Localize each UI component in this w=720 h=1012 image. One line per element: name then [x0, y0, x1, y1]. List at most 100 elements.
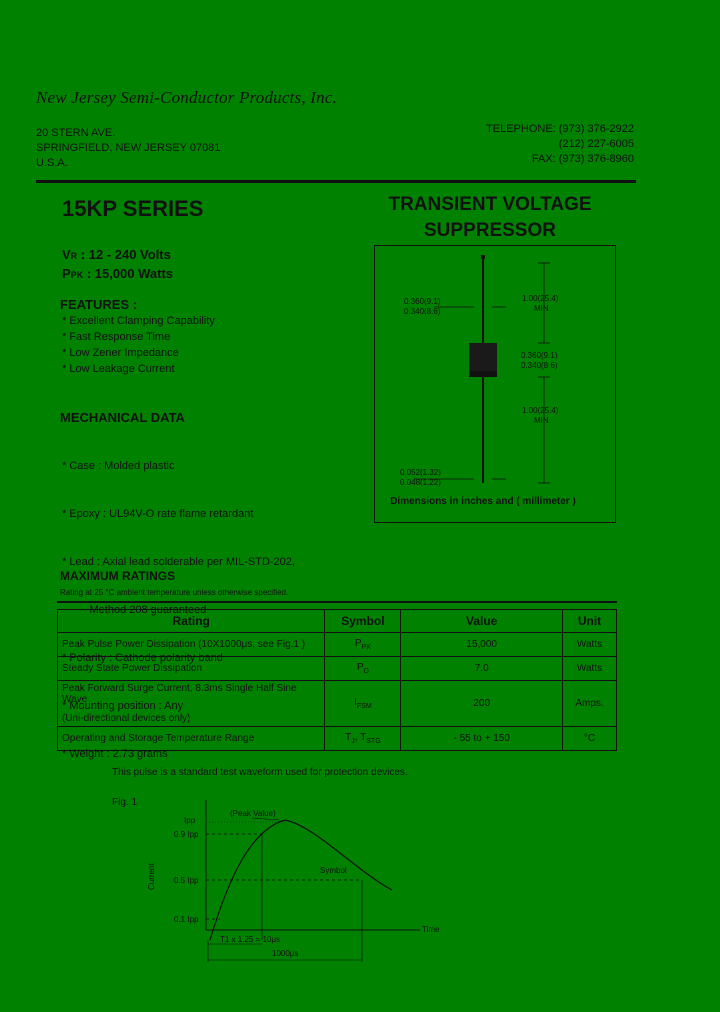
vr-symbol: V — [62, 247, 71, 262]
product-title: TRANSIENT VOLTAGE SUPPRESSOR — [372, 192, 608, 244]
length-top-min: MIN. — [534, 304, 551, 313]
rating-line: Peak Forward Surge Current, 8.3ms Single… — [62, 683, 297, 705]
symbol-cell: PPK — [324, 632, 402, 657]
features-heading: FEATURES : — [60, 297, 138, 312]
length-bottom-min: MIN. — [534, 416, 551, 425]
pulse-curve — [209, 819, 393, 941]
vr-spec: VR : 12 - 240 Volts — [62, 246, 173, 265]
col-unit: Unit — [562, 609, 617, 633]
symbol-sub-2: STG — [366, 738, 381, 745]
ratings-table: Rating Symbol Value Unit Peak Pulse Powe… — [56, 609, 617, 751]
top-lead-tip — [481, 255, 485, 259]
table-row: Steady State Power Dissipation PD 7.0 Wa… — [56, 656, 617, 681]
symbol-main: I — [354, 697, 357, 708]
address-line: U.S.A. — [36, 157, 68, 169]
contact-phones: TELEPHONE: (973) 376-2922 (212) 227-6005… — [486, 122, 634, 167]
table-row: Peak Pulse Power Dissipation (10X1000μs,… — [56, 632, 617, 657]
mechanical-item: * Lead : Axial lead solderable per MIL-S… — [62, 556, 295, 568]
dimension-caption: Dimensions in inches and ( millimeter ) — [390, 496, 576, 507]
company-address: 20 STERN AVE. SPRINGFIELD, NEW JERSEY 07… — [36, 126, 220, 171]
length-top: 1.00(25.4) — [522, 294, 559, 303]
value-cell: 7.0 — [400, 656, 564, 681]
ratings-divider — [57, 601, 617, 603]
ratings-heading: MAXIMUM RATINGS — [60, 569, 176, 583]
mechanical-item: * Case : Molded plastic — [62, 460, 175, 472]
value-cell: - 55 to + 150 — [400, 726, 564, 751]
body-dia-bottom: 0.340(8.6) — [521, 361, 558, 370]
symbol-label: Symbol — [320, 866, 347, 875]
feature-item: * Low Leakage Current — [62, 363, 175, 375]
mechanical-item: * Weight : 2.73 grams — [62, 748, 168, 760]
unit-cell: °C — [562, 726, 617, 751]
symbol-cell: IFSM — [324, 680, 402, 727]
body-dia-top: 0.360(9.1) — [521, 351, 558, 360]
ppk-value: : 15,000 Watts — [86, 266, 174, 281]
package-outline-diagram: 0.360(9.1) 0.340(8.6) 1.00(25.4) MIN. 0.… — [400, 255, 559, 487]
key-specs: VR : 12 - 240 Volts PPK : 15,000 Watts — [62, 246, 173, 284]
unit-cell: Watts — [562, 656, 617, 681]
y-tick-0.5: 0.5 Ipp — [174, 876, 199, 885]
telephone: TELEPHONE: (973) 376-2922 — [486, 123, 634, 135]
symbol-cell: PD — [324, 656, 402, 681]
product-title-line2: SUPPRESSOR — [424, 220, 556, 241]
dimension-drawing-box — [374, 245, 616, 523]
y-axis-label: Current — [147, 863, 156, 890]
pulse-waveform-figure: Ipp 0.9 Ipp 0.5 Ipp 0.1 Ipp Current Time… — [147, 800, 440, 962]
mechanical-heading: MECHANICAL DATA — [60, 410, 185, 425]
symbol-sub: J — [351, 738, 355, 745]
header-divider — [36, 180, 636, 183]
rating-cell: Peak Forward Surge Current, 8.3ms Single… — [56, 680, 326, 727]
peak-pointer — [251, 817, 281, 821]
wire-dia-bottom: 0.048(1.22) — [400, 478, 441, 487]
feature-item: * Low Zener Impedance — [62, 347, 179, 359]
lead-dia-bottom: 0.340(8.6) — [404, 307, 441, 316]
wire-dia-top: 0.052(1.32) — [400, 468, 441, 477]
table-row: Peak Forward Surge Current, 8.3ms Single… — [56, 680, 617, 727]
unit-cell: Watts — [562, 632, 617, 657]
t2-label: 1000μs — [272, 949, 298, 958]
feature-item: * Excellent Clamping Capability — [62, 315, 215, 327]
feature-item: * Fast Response Time — [62, 331, 171, 343]
ppk-spec: PPK : 15,000 Watts — [62, 265, 173, 284]
y-tick-0.1: 0.1 Ipp — [174, 915, 199, 924]
rating-line: (Uni-directional devices only) — [62, 713, 191, 724]
vr-value: : 12 - 240 Volts — [80, 247, 171, 262]
symbol-sub: D — [363, 668, 369, 675]
fax: FAX: (973) 376-8960 — [531, 153, 634, 165]
symbol-main: T — [345, 732, 352, 743]
ppk-subscript: PK — [70, 270, 84, 280]
symbol-main: P — [354, 638, 362, 649]
cathode-band — [469, 371, 497, 377]
x-axis-label: Time — [422, 925, 440, 934]
ratings-note: Rating at 25 °C ambient temperature unle… — [60, 588, 289, 597]
col-symbol: Symbol — [324, 609, 402, 633]
ppk-symbol: P — [62, 266, 71, 281]
address-line: 20 STERN AVE. — [36, 127, 116, 139]
symbol-main: P — [357, 662, 364, 673]
value-cell: 200 — [400, 680, 564, 727]
col-value: Value — [400, 609, 564, 633]
rating-cell: Steady State Power Dissipation — [56, 656, 326, 681]
symbol-cell: TJ, TSTG — [324, 726, 402, 751]
col-rating: Rating — [56, 609, 326, 633]
product-title-line1: TRANSIENT VOLTAGE — [388, 194, 592, 215]
company-name: New Jersey Semi-Conductor Products, Inc. — [36, 88, 338, 107]
vr-subscript: R — [70, 251, 78, 261]
telephone-alt: (212) 227-6005 — [558, 138, 634, 150]
rating-cell: Operating and Storage Temperature Range — [56, 726, 326, 751]
rating-cell: Peak Pulse Power Dissipation (10X1000μs,… — [56, 632, 326, 657]
peak-label: (Peak Value) — [230, 809, 276, 818]
value-cell: 15,000 — [400, 632, 564, 657]
figure-label: Fig. 1 — [112, 797, 138, 808]
features-list: * Excellent Clamping Capability * Fast R… — [62, 313, 215, 377]
series-title: 15KP SERIES — [62, 196, 204, 221]
unit-cell: Amps. — [562, 680, 617, 727]
length-bottom: 1.00(25.4) — [522, 406, 559, 415]
table-row: Operating and Storage Temperature Range … — [56, 726, 617, 751]
y-tick-0.9: 0.9 Ipp — [174, 830, 199, 839]
pulse-note: This pulse is a standard test waveform u… — [112, 767, 408, 778]
symbol-sub: FSM — [356, 703, 372, 710]
diode-body — [469, 343, 497, 371]
t1-label: T1 x 1.25 = 10μs — [220, 935, 280, 944]
symbol-sub: PK — [361, 644, 371, 651]
